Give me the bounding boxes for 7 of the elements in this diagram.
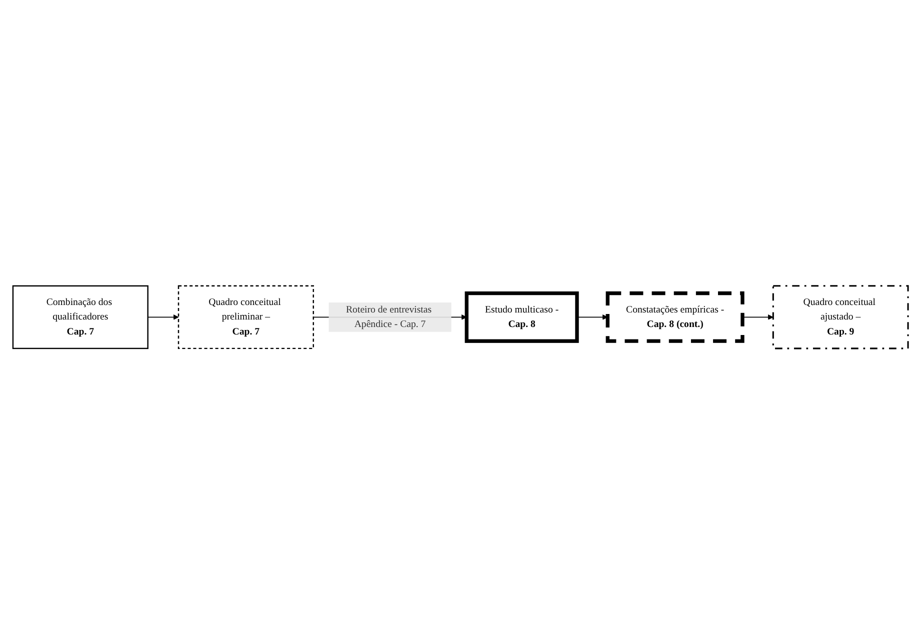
- node-box: [606, 291, 744, 343]
- node-box: [772, 284, 909, 350]
- node-box: [12, 285, 148, 349]
- node-box: [178, 285, 314, 349]
- node-box: [464, 291, 579, 343]
- arrow: [147, 314, 179, 320]
- arrow: [576, 314, 608, 320]
